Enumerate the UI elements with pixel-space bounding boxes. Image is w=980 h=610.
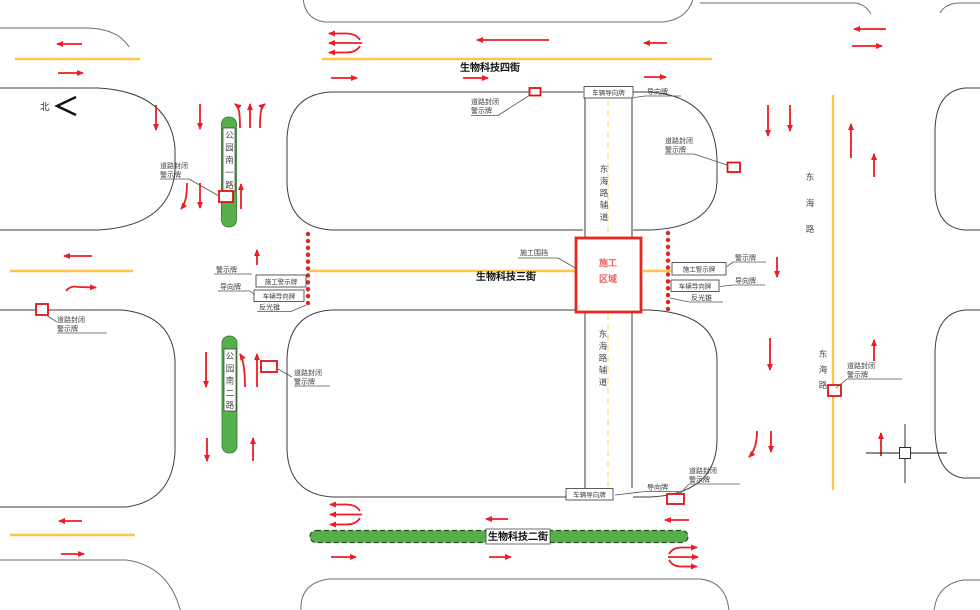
construction-zone-box bbox=[574, 236, 643, 314]
street-name-top: 生物科技四街 bbox=[460, 61, 520, 74]
arrow-north-park1-hook-left bbox=[234, 103, 242, 129]
arrow-lane-east-bottom-hook-up bbox=[668, 544, 698, 555]
cad-crosshair-cursor bbox=[866, 424, 947, 483]
road-closed-label-bottom-l2: 警示牌 bbox=[689, 475, 710, 484]
median-label-box-park2 bbox=[223, 348, 237, 412]
road-closed-label-mid-left-l1: 道路封闭 bbox=[57, 315, 85, 324]
street-name-park-south-1: 公园南一路 bbox=[225, 131, 234, 191]
road-closed-label-top-l2: 警示牌 bbox=[471, 106, 492, 115]
guide-board-label-bottom: 导向牌 bbox=[647, 483, 668, 492]
construction-warning-box-right bbox=[671, 262, 727, 276]
closed-sign-marker-mid-left bbox=[35, 303, 49, 316]
road-closed-label-top-l1: 道路封闭 bbox=[471, 97, 499, 106]
road-closed-label-donghai-l1: 道路封闭 bbox=[847, 361, 875, 370]
street-name-park-south-2: 公园南二路 bbox=[226, 352, 235, 411]
road-closed-label-upper-right-l2: 警示牌 bbox=[665, 145, 686, 154]
street-name-middle: 生物科技三街 bbox=[476, 270, 536, 283]
closed-sign-marker-top bbox=[528, 87, 542, 97]
block-row2-right bbox=[934, 309, 980, 479]
vehicle-guide-label-top: 车辆导向牌 bbox=[592, 88, 625, 97]
construction-warning-board-labels: 施工警示牌 施工警示牌 bbox=[255, 262, 727, 288]
vehicle-guide-board-labels: 车辆导向牌 车辆导向牌 车辆导向牌 车辆导向牌 bbox=[253, 86, 720, 501]
road-closed-warning-labels: 道路封闭 警示牌 道路封闭 警示牌 道路封闭 警示牌 道路封闭 警示牌 道路封闭… bbox=[57, 97, 875, 484]
closed-sign-marker-park1 bbox=[218, 190, 234, 203]
construction-zone-text-1: 施工 bbox=[599, 257, 617, 269]
road-edges-top-partials bbox=[0, 0, 980, 48]
construction-warning-label-right: 施工警示牌 bbox=[683, 265, 716, 274]
arrow-lane-east-bottom-hook-down bbox=[668, 559, 698, 570]
reflective-cone-label-left: 反光锥 bbox=[259, 303, 280, 312]
guide-board-label-left: 导向牌 bbox=[220, 282, 241, 291]
vehicle-guide-box-right bbox=[670, 279, 720, 292]
closed-sign-marker-bottom bbox=[666, 493, 685, 505]
crosshair-pickbox bbox=[899, 447, 911, 459]
block-row1-left bbox=[0, 87, 176, 231]
arrow-lane-west-bottom-hook-up bbox=[329, 501, 361, 512]
aux-road-edges bbox=[584, 98, 633, 488]
road-edges-bottom-partials bbox=[0, 559, 980, 610]
block-row2-center bbox=[286, 309, 718, 498]
arrow-lane-west-hook-down bbox=[328, 45, 361, 56]
road-closed-label-park1-l1: 道路封闭 bbox=[160, 161, 188, 170]
vehicle-guide-label-bottom: 车辆导向牌 bbox=[573, 490, 606, 499]
street-name-donghai-upper: 东海路 bbox=[806, 172, 815, 235]
road-closed-label-park1-l2: 警示牌 bbox=[160, 170, 181, 179]
arrow-south-donghai-low-hook bbox=[748, 430, 758, 458]
arrow-east-mid-left-hook bbox=[65, 284, 97, 292]
guide-board-label-top: 导向牌 bbox=[647, 87, 668, 96]
vehicle-guide-box-bottom bbox=[565, 488, 614, 501]
traffic-arrows bbox=[56, 26, 886, 570]
road-closed-label-upper-right-l1: 道路封闭 bbox=[665, 136, 693, 145]
reflective-cone-labels: 反光锥 反光锥 bbox=[259, 293, 712, 312]
road-closed-label-block-left-l1: 道路封闭 bbox=[294, 368, 322, 377]
road-closed-label-mid-left-l2: 警示牌 bbox=[57, 324, 78, 333]
street-name-donghai-lower: 东海路 bbox=[819, 349, 828, 391]
guide-board-labels: 导向牌 导向牌 导向牌 导向牌 bbox=[220, 87, 756, 492]
construction-warning-label-left: 施工警示牌 bbox=[265, 277, 298, 286]
street-name-bottom: 生物科技二街 bbox=[488, 530, 548, 543]
construction-warning-box-left bbox=[255, 274, 307, 288]
warning-board-label-right: 警示牌 bbox=[735, 253, 756, 262]
street-name-aux-lower: 东海路辅道 bbox=[599, 329, 608, 388]
closed-sign-marker-block-left bbox=[260, 360, 278, 373]
guide-board-label-right: 导向牌 bbox=[735, 276, 756, 285]
arrow-lane-west-bottom-hook-down bbox=[329, 517, 361, 528]
arrow-lane-west-hook-up bbox=[328, 30, 361, 41]
arrow-south-park1-hook bbox=[180, 182, 188, 210]
vehicle-guide-label-right: 车辆导向牌 bbox=[679, 282, 712, 291]
compass-north-label: 北 bbox=[40, 102, 50, 113]
reflective-cone-label-right: 反光锥 bbox=[691, 293, 712, 302]
leader-lines bbox=[45, 95, 902, 496]
block-row2-left bbox=[0, 309, 176, 508]
warning-board-label-left: 警示牌 bbox=[216, 265, 237, 274]
vehicle-guide-box-left bbox=[253, 289, 305, 302]
road-closed-label-block-left-l2: 警示牌 bbox=[294, 377, 315, 386]
road-closed-label-donghai-l2: 警示牌 bbox=[847, 370, 868, 379]
road-closed-label-bottom-l1: 道路封闭 bbox=[689, 466, 717, 475]
vehicle-guide-label-left: 车辆导向牌 bbox=[263, 292, 296, 301]
closed-sign-marker-upper-right bbox=[726, 161, 741, 173]
compass-north-arrow-icon bbox=[54, 95, 77, 117]
warning-board-labels: 警示牌 警示牌 bbox=[216, 253, 756, 274]
closed-sign-marker-donghai bbox=[827, 384, 842, 397]
block-row1-right bbox=[934, 87, 980, 231]
arrow-north-park1-hook-right bbox=[258, 103, 266, 129]
construction-fence-label: 施工围挡 bbox=[520, 248, 548, 257]
street-bottom-label-box bbox=[485, 528, 551, 545]
vehicle-guide-box-top bbox=[583, 86, 634, 99]
construction-zone-text-2: 区域 bbox=[599, 273, 617, 285]
arrow-north-park2-hook bbox=[239, 353, 246, 388]
street-name-aux-upper: 东海路辅道 bbox=[600, 164, 609, 223]
